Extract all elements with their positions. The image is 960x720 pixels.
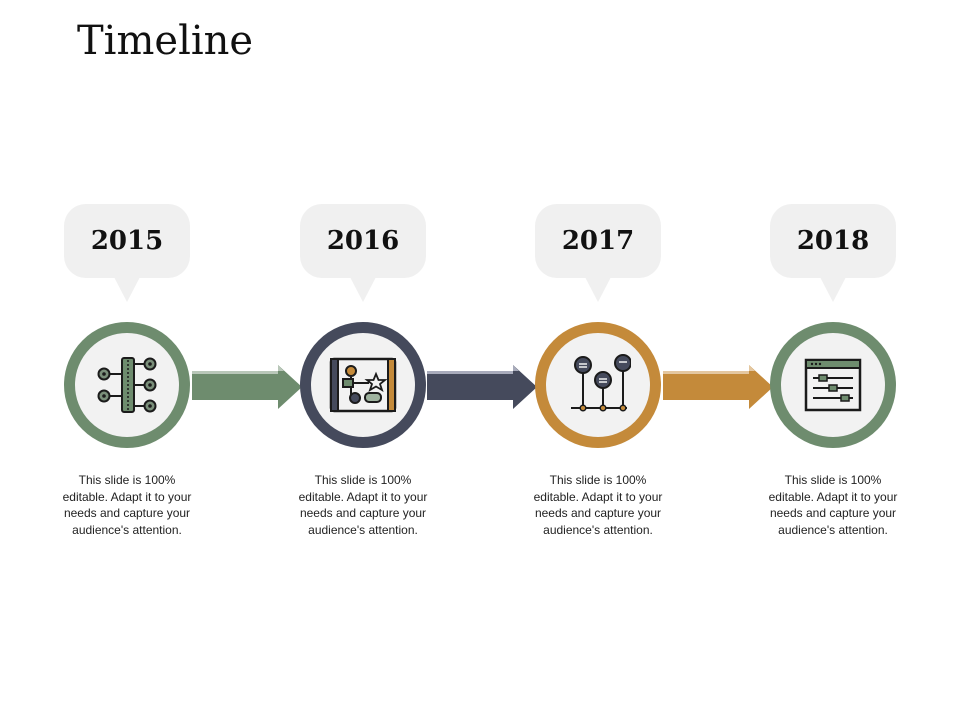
year-bubble-4: 2018 bbox=[770, 204, 896, 302]
step-ring-3 bbox=[535, 322, 661, 448]
step-description-2: This slide is 100% editable. Adapt it to… bbox=[298, 473, 428, 537]
hierarchy-icon bbox=[97, 357, 157, 413]
year-label-3: 2017 bbox=[561, 226, 635, 256]
year-label-4: 2018 bbox=[796, 226, 870, 256]
pin-timeline-icon bbox=[571, 354, 631, 412]
step-ring-1 bbox=[64, 322, 190, 448]
step-description-4: This slide is 100% editable. Adapt it to… bbox=[768, 473, 898, 537]
year-label-1: 2015 bbox=[90, 226, 164, 256]
year-bubble-1: 2015 bbox=[64, 204, 190, 302]
arrow-2 bbox=[427, 365, 537, 409]
step-ring-4 bbox=[770, 322, 896, 448]
flowchart-board-icon bbox=[329, 357, 397, 413]
step-description-1: This slide is 100% editable. Adapt it to… bbox=[62, 473, 192, 537]
arrow-3 bbox=[663, 365, 773, 409]
page-title: Timeline bbox=[77, 18, 254, 64]
year-label-2: 2016 bbox=[326, 226, 400, 256]
year-bubble-2: 2016 bbox=[300, 204, 426, 302]
settings-window-icon bbox=[804, 358, 862, 412]
step-description-3: This slide is 100% editable. Adapt it to… bbox=[533, 473, 663, 537]
arrow-1 bbox=[192, 365, 302, 409]
step-ring-2 bbox=[300, 322, 426, 448]
year-bubble-3: 2017 bbox=[535, 204, 661, 302]
